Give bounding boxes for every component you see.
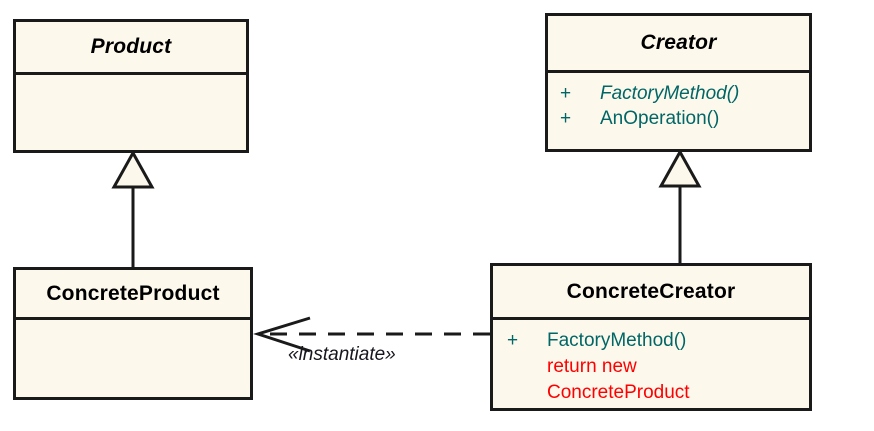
code-line-concrete-product: ConcreteProduct xyxy=(547,382,690,403)
member-signature: AnOperation() xyxy=(600,108,720,129)
class-divider-concrete-product xyxy=(16,317,250,320)
class-name-creator: Creator xyxy=(640,31,717,54)
class-name-product: Product xyxy=(90,35,172,58)
generalization-concrete-creator-to-creator xyxy=(658,148,702,263)
class-box-creator[interactable]: Creator + FactoryMethod() + AnOperation(… xyxy=(545,13,812,152)
class-name-concrete-product: ConcreteProduct xyxy=(46,282,220,305)
member-signature: FactoryMethod() xyxy=(600,83,740,104)
class-box-concrete-creator[interactable]: ConcreteCreator + FactoryMethod() return… xyxy=(490,263,812,411)
hollow-triangle-icon xyxy=(111,149,155,189)
class-attributes-concrete-product xyxy=(16,320,250,400)
class-divider-product xyxy=(16,72,246,75)
class-divider-concrete-creator xyxy=(493,317,809,320)
member-signature: FactoryMethod() xyxy=(547,330,687,351)
relationship-label-instantiate: «instantiate» xyxy=(288,344,396,365)
member-visibility: + xyxy=(507,330,519,351)
class-divider-creator xyxy=(548,70,809,73)
hollow-triangle-icon xyxy=(658,148,702,188)
class-operations-creator: + FactoryMethod() + AnOperation() xyxy=(548,73,809,152)
code-line-return-new: return new xyxy=(547,356,637,377)
member-row[interactable]: + AnOperation() xyxy=(548,106,809,131)
member-visibility: + xyxy=(560,83,572,104)
class-box-concrete-product[interactable]: ConcreteProduct xyxy=(13,267,253,400)
member-row[interactable]: + FactoryMethod() xyxy=(548,81,809,106)
generalization-concrete-product-to-product xyxy=(111,149,155,267)
class-name-concrete-creator: ConcreteCreator xyxy=(566,280,736,303)
member-visibility: + xyxy=(560,108,572,129)
class-attributes-product xyxy=(16,75,246,153)
class-box-product[interactable]: Product xyxy=(13,19,249,153)
member-row[interactable]: + FactoryMethod() xyxy=(493,327,809,354)
class-operations-concrete-creator: + FactoryMethod() return new ConcretePro… xyxy=(493,320,809,414)
